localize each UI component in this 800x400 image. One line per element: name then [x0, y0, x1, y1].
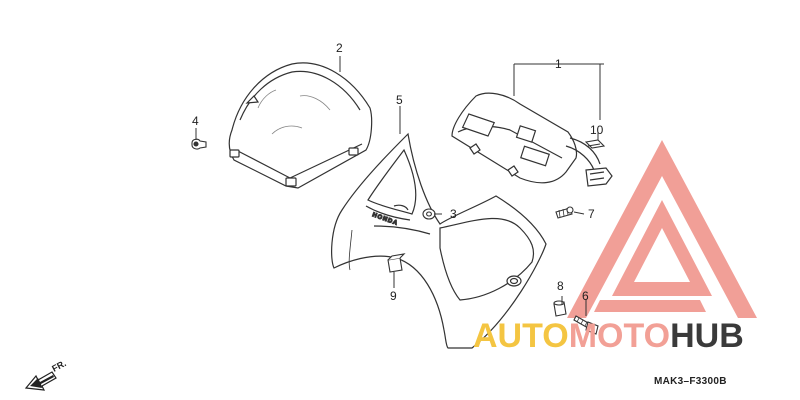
watermark-text: AUTOMOTOHUB: [473, 316, 744, 356]
front-arrow-icon: [24, 371, 57, 391]
rubber-pad-part: [387, 253, 406, 273]
watermark-word-auto: AUTO: [473, 317, 569, 355]
watermark-word-moto: MOTO: [568, 317, 671, 355]
callout-9: 9: [390, 289, 397, 303]
washer-part: [422, 208, 436, 220]
windscreen-part: [228, 62, 373, 189]
collar-part: [553, 300, 567, 317]
callout-1: 1: [555, 57, 562, 71]
drawing-code: MAK3–F3300B: [654, 376, 727, 387]
callout-3: 3: [450, 207, 457, 221]
screw-part: [555, 206, 574, 219]
front-direction-label: FR.: [50, 358, 67, 374]
callout-8: 8: [557, 279, 564, 293]
upper-cowl-part: [451, 92, 613, 187]
clip-part: [584, 139, 606, 149]
front-fairing-part: HONDA: [331, 132, 547, 349]
leader-lines: [195, 56, 604, 316]
callout-10: 10: [590, 123, 604, 137]
watermark-logo-icon: [567, 140, 757, 318]
rivet-part: [191, 138, 207, 150]
callout-7: 7: [588, 207, 595, 221]
callout-2: 2: [336, 41, 343, 55]
bolt-part: [573, 315, 599, 335]
callout-5: 5: [396, 93, 403, 107]
watermark-word-hub: HUB: [670, 317, 744, 355]
callout-4: 4: [192, 114, 199, 128]
callout-6: 6: [582, 289, 589, 303]
